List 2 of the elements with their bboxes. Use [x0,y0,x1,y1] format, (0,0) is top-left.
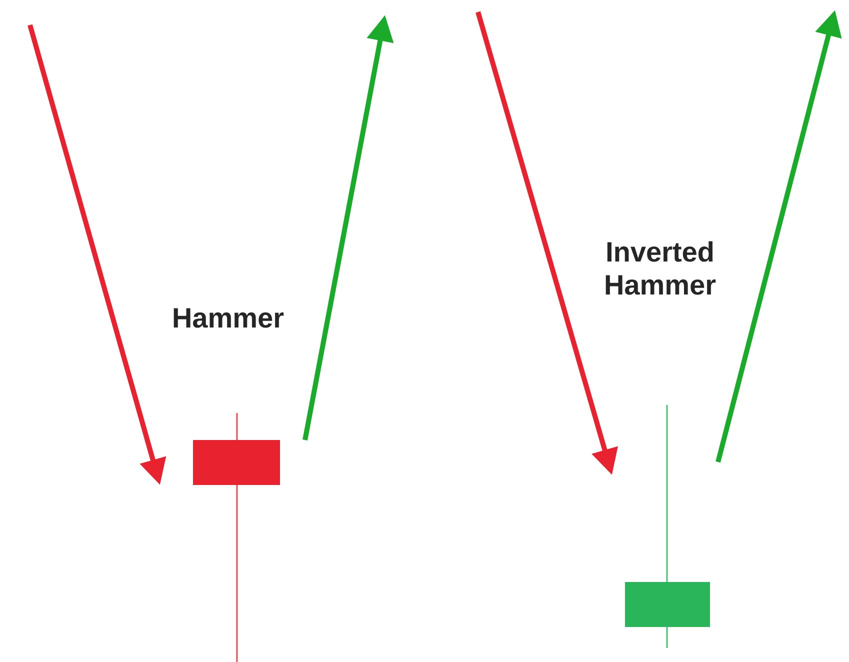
pattern-label: Inverted Hammer [606,241,716,295]
pattern-label: Hammer [174,308,284,328]
